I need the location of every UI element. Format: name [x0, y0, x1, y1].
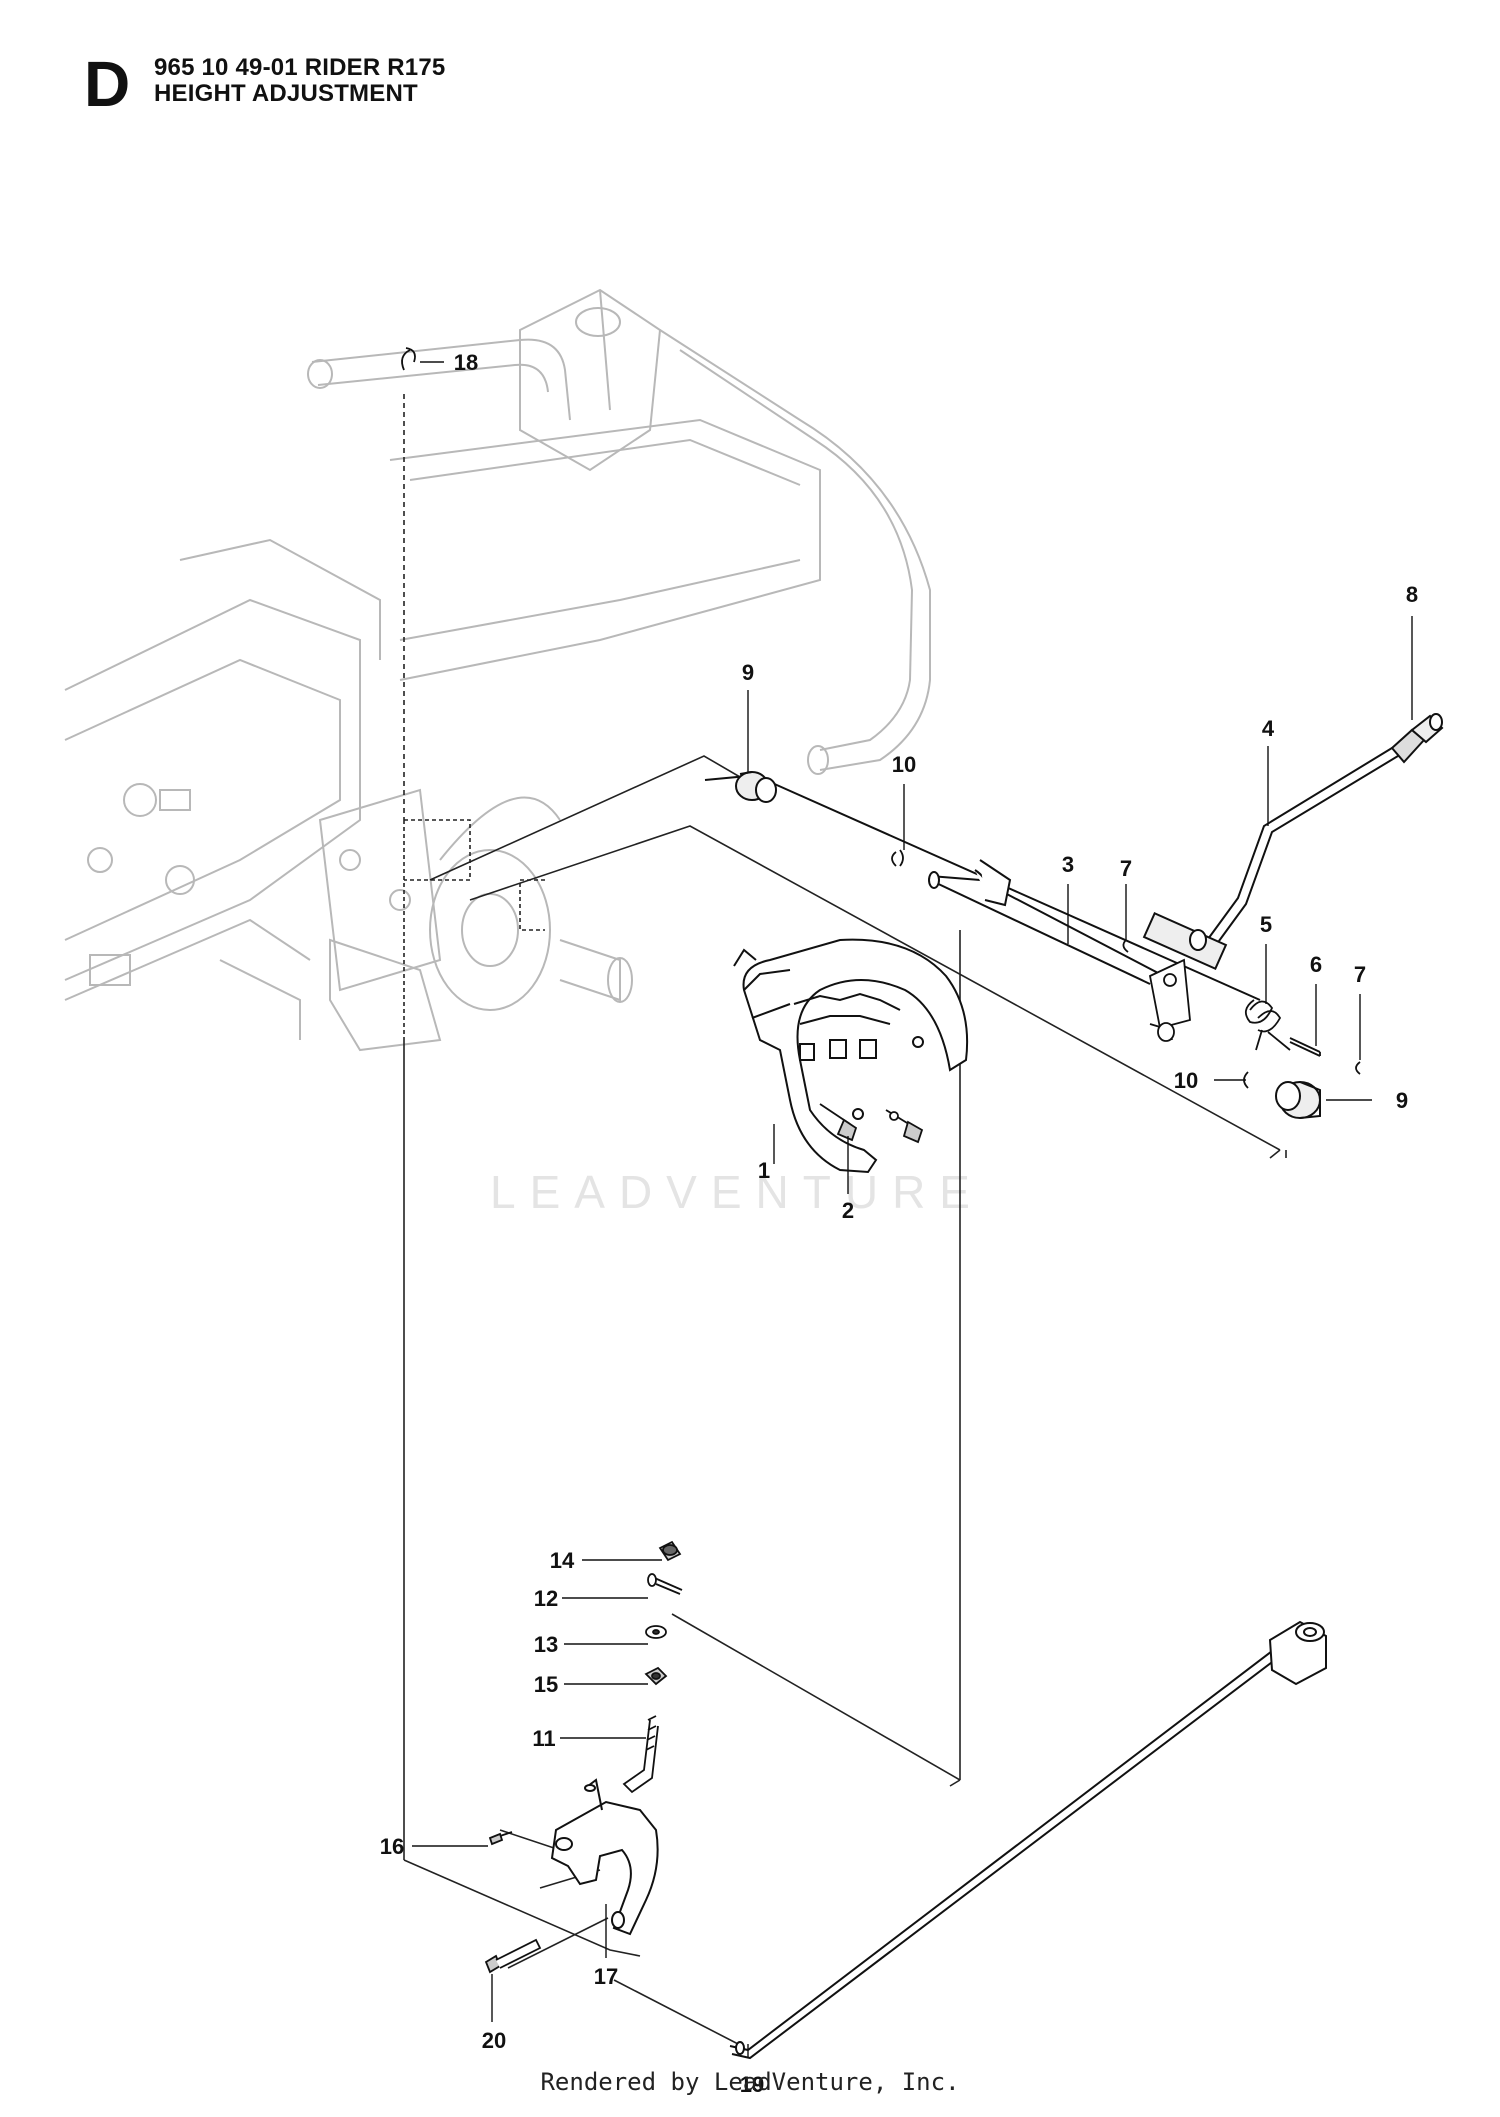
callout-5: 5	[1260, 912, 1272, 937]
bushing-bottom	[1275, 1081, 1321, 1119]
callout-19: 19	[740, 2072, 764, 2097]
watermark-text: LEADVENTURE	[490, 1166, 984, 1218]
callout-10-lower: 10	[1174, 1068, 1198, 1093]
callout-13: 13	[534, 1632, 558, 1657]
callout-8: 8	[1406, 582, 1418, 607]
bracket-spring-pin	[1122, 939, 1361, 1075]
callout-7-upper: 7	[1120, 856, 1132, 881]
main-shaft	[704, 774, 1261, 1001]
bolts	[819, 1103, 924, 1144]
assembly-reference-lines	[403, 394, 1287, 2046]
callout-7-lower: 7	[1354, 962, 1366, 987]
leader-lines	[412, 361, 1413, 2058]
lower-linkage	[622, 1540, 683, 1794]
callout-18: 18	[454, 350, 478, 375]
callout-20: 20	[482, 2028, 506, 2053]
footer-credit: Rendered by LeadVenture, Inc.	[540, 2068, 960, 2096]
callout-1: 1	[758, 1158, 770, 1183]
long-rod	[729, 1620, 1327, 2060]
callout-15: 15	[534, 1672, 558, 1697]
diagram-title-section: HEIGHT ADJUSTMENT	[154, 80, 418, 107]
lever-rod	[1142, 713, 1444, 971]
callout-11: 11	[532, 1726, 555, 1751]
small-bolts	[484, 1831, 542, 1974]
section-letter: D	[84, 48, 131, 120]
callout-16: 16	[380, 1834, 404, 1859]
callout-17: 17	[594, 1964, 618, 1989]
callout-4: 4	[1262, 716, 1275, 741]
callout-14: 14	[550, 1548, 575, 1573]
callout-9-lower: 9	[1396, 1088, 1408, 1113]
callout-10-upper: 10	[892, 752, 916, 777]
callout-2: 2	[842, 1198, 854, 1223]
callout-6: 6	[1310, 952, 1322, 977]
diagram-title-model: 965 10 49-01 RIDER R175	[154, 54, 446, 81]
bushing-top	[735, 771, 777, 803]
height-plate	[733, 938, 969, 1174]
retaining-clip	[401, 347, 416, 371]
callout-labels: 1 2 3 4 5 6 7 7 8 9 9 10 10 11 12 13 14 …	[380, 350, 1418, 2097]
frame-background	[64, 288, 931, 1052]
callout-12: 12	[534, 1586, 558, 1611]
lever-bracket	[550, 1778, 659, 1936]
callout-9-upper: 9	[742, 660, 754, 685]
callout-3: 3	[1062, 852, 1074, 877]
